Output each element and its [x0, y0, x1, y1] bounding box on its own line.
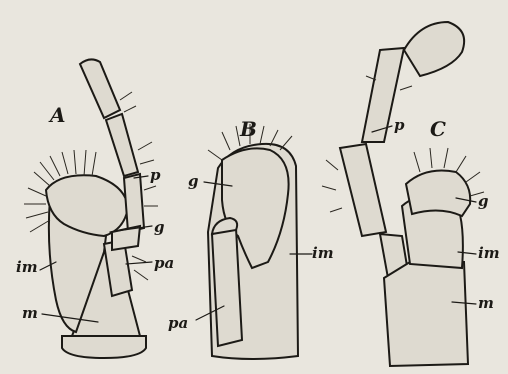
c-inner-lobe-label: im	[478, 244, 500, 262]
c-stipes	[384, 262, 468, 366]
c-galea	[406, 171, 470, 217]
b-inner-lobe-label: im	[312, 244, 334, 262]
a-palp-label: p	[150, 166, 161, 184]
b-galea-label: g	[188, 172, 199, 190]
c-palp-label: p	[394, 116, 405, 134]
b-figure-label: B	[239, 117, 257, 141]
c-palp-seg-4	[404, 22, 464, 76]
a-mentum-label: m	[22, 304, 38, 322]
a-palp-seg-2	[124, 174, 144, 232]
b-palpiger-label: pa	[168, 314, 188, 332]
a-palpiger-label: pa	[154, 254, 174, 272]
b-palpiger	[212, 228, 242, 346]
a-palp-seg-3	[106, 114, 138, 176]
c-palp-seg-2	[340, 144, 386, 236]
figure-a: A p g pa im m	[16, 59, 174, 358]
a-galea-label: g	[154, 218, 165, 236]
a-base-plate	[62, 336, 146, 358]
figure-c: C p g im m	[322, 22, 500, 366]
c-mentum-label: m	[478, 294, 494, 312]
c-figure-label: C	[430, 117, 446, 141]
a-palp-seg-4	[80, 59, 120, 118]
c-galea-label: g	[478, 192, 489, 210]
a-inner-lobe-label: im	[16, 258, 38, 276]
figure-b: B g im pa	[168, 117, 334, 359]
a-figure-label: A	[48, 103, 66, 127]
